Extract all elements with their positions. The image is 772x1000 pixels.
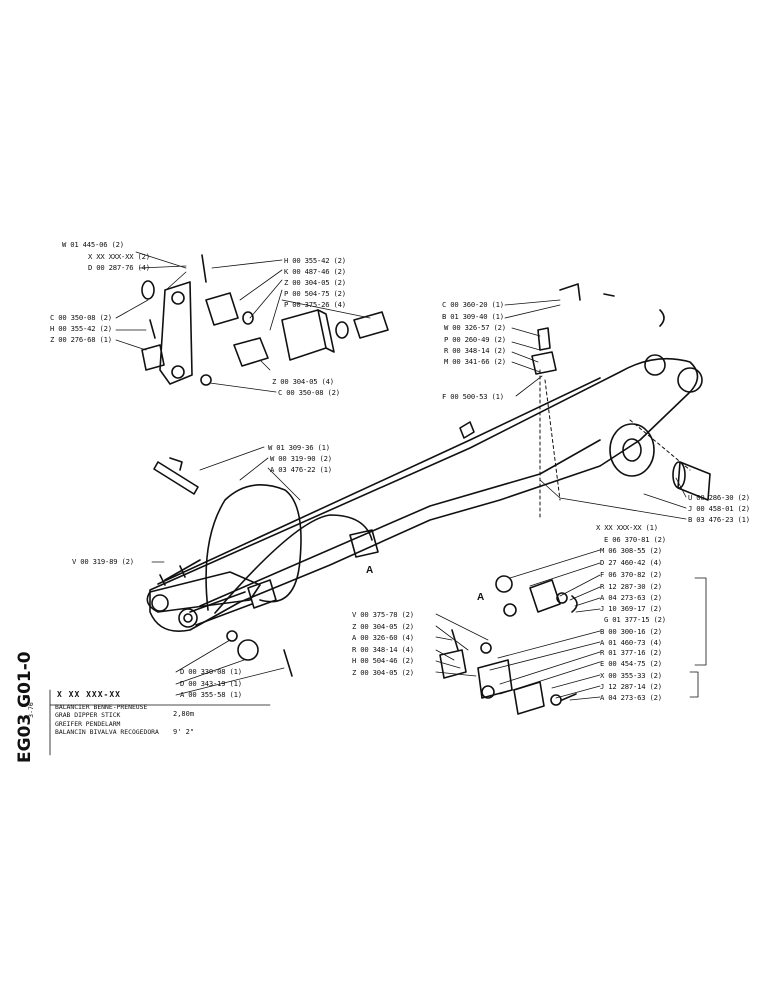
front-pivot-plate (146, 571, 261, 613)
part-label: V 00 375-78 (2) (352, 610, 414, 619)
link-plate (159, 281, 193, 385)
part-label: X XX XXX-XX (1) (596, 523, 658, 532)
grease-fitting (459, 421, 475, 439)
description-fr: BALANCIER BENNE-PRENEUSE (55, 703, 148, 711)
part-label: H 00 355-42 (2) (50, 324, 112, 333)
part-label: R 12 287-30 (2) (600, 582, 662, 591)
dipper-stick-body (149, 357, 699, 632)
part-label: A 04 273-63 (2) (600, 693, 662, 702)
check-valve (529, 579, 561, 613)
part-label: H 00 355-42 (2) (284, 256, 346, 265)
lock-pin (559, 283, 581, 301)
pivot-bushing (677, 461, 711, 501)
part-label: E 00 454-75 (2) (600, 659, 662, 668)
description-de: GREIFER PENDELARM (55, 719, 121, 728)
pivot-pin (153, 461, 199, 495)
part-label: A 03 476-22 (1) (270, 465, 332, 474)
part-label: A 00 355-58 (1) (180, 690, 242, 699)
dipper-stick-inner-edge (199, 439, 601, 607)
hose-clamp-block (349, 529, 379, 558)
part-label: W 00 319-90 (2) (270, 454, 332, 463)
valve-block (281, 309, 327, 361)
part-label: X XX XXX-XX (2) (88, 252, 150, 261)
length-imperial: 9' 2" (173, 728, 195, 736)
hydraulic-hose-lower (214, 514, 373, 614)
part-label: F 06 370-82 (2) (600, 570, 662, 579)
part-label: R 01 377-16 (2) (600, 648, 662, 657)
lower-valve-block (439, 649, 467, 679)
part-label: D 00 287-76 (4) (88, 263, 150, 272)
view-marker-a: A (366, 565, 374, 576)
part-label: D 00 330-08 (1) (180, 667, 242, 676)
part-label: P 00 260-49 (2) (444, 335, 506, 344)
part-label: K 00 487-46 (2) (284, 267, 346, 276)
castle-nut (237, 639, 259, 661)
part-label: A 04 273-63 (2) (600, 593, 662, 602)
description-en: GRAB DIPPER STICK (55, 711, 121, 720)
description-es: BALANCIN BIVALVA RECOGEDORA (55, 727, 159, 736)
hydraulic-hose-upper (205, 484, 302, 611)
part-label: A 01 460-73 (4) (600, 638, 662, 647)
length-metric: 2,80m (173, 710, 195, 718)
part-label: F 00 500-53 (1) (442, 392, 504, 401)
dipper-stick-top-edge (157, 377, 601, 585)
part-label: J 12 287-14 (2) (600, 682, 662, 691)
part-label: Z 00 304-05 (4) (272, 377, 334, 386)
part-label: J 10 369-17 (2) (600, 604, 662, 613)
part-label: U 00 286-30 (2) (688, 493, 750, 502)
part-label: P 00 375-26 (4) (284, 300, 346, 309)
part-label: B 03 476-23 (1) (688, 515, 750, 524)
title-block: X XX XXX-XX BALANCIER BENNE-PRENEUSE GRA… (55, 690, 265, 736)
part-label: A 00 326-60 (4) (352, 633, 414, 642)
rear-pivot-boss (609, 423, 655, 477)
part-label: G 01 377-15 (2) (604, 615, 666, 624)
part-label: C 00 360-20 (1) (442, 300, 504, 309)
part-label: X 00 355-33 (2) (600, 671, 662, 680)
part-label: J 00 458-01 (2) (688, 504, 750, 513)
part-label: D 00 343-19 (1) (180, 679, 242, 688)
part-label: R 00 348-14 (4) (352, 645, 414, 654)
part-label: E 06 370-81 (2) (604, 535, 666, 544)
part-label: D 27 460-42 (4) (600, 558, 662, 567)
date-mark: 3-76 (26, 702, 35, 718)
front-pivot-boss (151, 594, 169, 612)
part-label: Z 00 304-05 (2) (284, 278, 346, 287)
banjo-fitting (233, 337, 269, 367)
part-label: W 01 445-06 (2) (62, 240, 124, 249)
part-label: P 00 504-75 (2) (284, 289, 346, 298)
part-label: Z 00 304-05 (2) (352, 622, 414, 631)
part-label: C 00 350-08 (2) (50, 313, 112, 322)
part-label: C 00 350-08 (2) (278, 388, 340, 397)
reference-pattern: X XX XXX-XX (57, 690, 121, 699)
part-label: Z 00 276-68 (1) (50, 335, 112, 344)
part-label: V 00 319-89 (2) (72, 557, 134, 566)
part-label: W 00 326-57 (2) (444, 323, 506, 332)
part-label: W 01 309-36 (1) (268, 443, 330, 452)
part-label: B 01 309-40 (1) (442, 312, 504, 321)
part-label: H 00 504-46 (2) (352, 656, 414, 665)
part-label: M 00 341-66 (2) (444, 357, 506, 366)
view-marker-a: A (477, 592, 485, 603)
part-label: B 00 300-16 (2) (600, 627, 662, 636)
part-label: Z 00 304-05 (2) (352, 668, 414, 677)
part-label: R 00 348-14 (2) (444, 346, 506, 355)
part-label: M 06 308-55 (2) (600, 546, 662, 555)
